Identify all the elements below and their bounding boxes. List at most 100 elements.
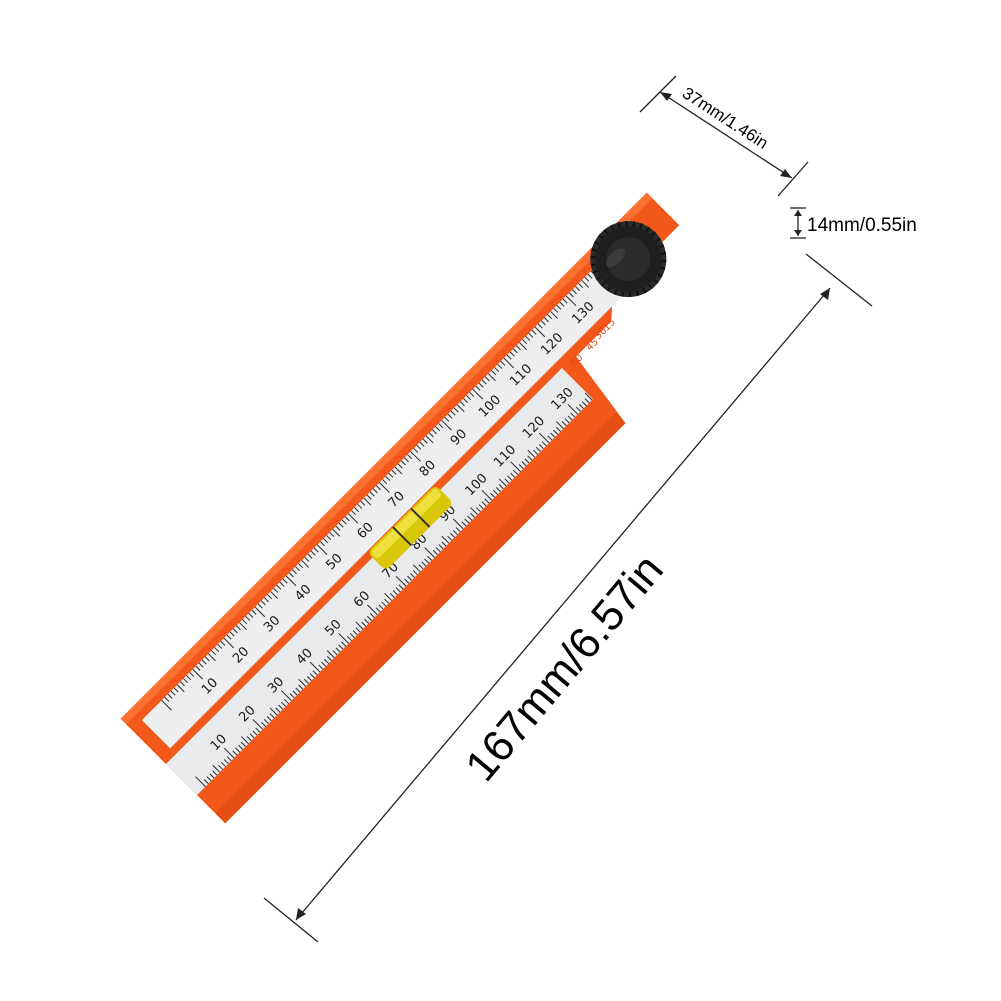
scale-tick — [421, 561, 427, 567]
scale-tick — [521, 461, 527, 467]
knob-tooth — [603, 228, 609, 235]
scale-tick — [195, 665, 201, 671]
scale-tick — [206, 776, 212, 782]
scale-tick — [363, 497, 372, 506]
scale-tick — [497, 363, 503, 369]
scale-tick — [295, 566, 301, 572]
scale-tick — [422, 438, 428, 444]
scale-tick — [392, 590, 398, 596]
scale-tick — [273, 587, 279, 593]
scale-tick — [344, 516, 350, 522]
knob-tooth — [590, 263, 596, 267]
scale-tick — [427, 555, 433, 561]
scale-tick — [441, 419, 452, 431]
scale-tick — [550, 432, 556, 438]
scale-tick — [570, 412, 576, 418]
scale-tick — [285, 575, 297, 587]
length-dimension-label: 167mm/6.57in — [456, 545, 673, 790]
scale-tick — [354, 507, 360, 513]
scale-tick — [515, 345, 521, 351]
knob-tooth — [661, 259, 667, 263]
scale-tick — [447, 535, 453, 541]
scale-tick — [425, 435, 434, 444]
scale-tick — [391, 469, 397, 475]
scale-tick — [170, 690, 176, 696]
scale-tick — [528, 332, 534, 338]
scale-tick — [226, 756, 232, 762]
scale-tick — [341, 641, 347, 647]
scale-tick — [355, 621, 364, 630]
knob-tooth — [591, 248, 597, 252]
scale-tick — [547, 314, 553, 320]
scale-tick — [257, 603, 263, 609]
scale-tick — [324, 658, 329, 664]
scale-tick — [444, 416, 450, 422]
scale-tick — [481, 501, 487, 507]
scale-tick — [575, 286, 581, 292]
scale-tick — [207, 653, 216, 662]
scale-tick — [492, 489, 498, 495]
scale-tick — [498, 484, 504, 490]
knob-tooth — [606, 286, 612, 292]
scale-tick — [323, 538, 329, 544]
scale-tick — [261, 721, 266, 727]
knob-tooth — [650, 231, 656, 237]
scale-tick — [412, 564, 421, 573]
scale-tick — [564, 418, 570, 424]
scale-tick — [537, 323, 543, 329]
scale-tick — [484, 498, 490, 504]
scale-tick — [338, 644, 344, 650]
scale-tick — [562, 298, 568, 304]
scale-tick — [522, 339, 528, 345]
scale-tick — [385, 475, 391, 481]
scale-tick — [346, 635, 352, 641]
thumb-screw-knob-icon[interactable] — [575, 205, 682, 312]
scale-tick — [381, 601, 387, 607]
scale-tick — [229, 631, 235, 637]
scale-tick — [450, 410, 456, 416]
knob-tooth — [625, 221, 628, 227]
scale-tick — [382, 479, 388, 485]
scale-tick — [478, 504, 484, 510]
scale-tick — [270, 591, 278, 599]
knob-tooth — [621, 291, 625, 297]
scale-tick — [556, 304, 562, 310]
scale-tick — [500, 360, 506, 366]
scale-tick — [276, 584, 282, 590]
scale-tick — [375, 607, 381, 613]
scale-tick — [252, 719, 264, 730]
scale-tick — [409, 572, 415, 578]
scale-tick — [400, 460, 406, 466]
scale-tick — [531, 329, 537, 335]
ruler-body-edge — [215, 413, 626, 824]
scale-tick — [524, 458, 530, 464]
scale-tick — [351, 510, 357, 516]
scale-tick — [307, 553, 313, 559]
scale-tick — [455, 527, 461, 533]
scale-tick — [309, 661, 321, 673]
scale-tick — [263, 597, 269, 603]
scale-tick — [459, 401, 465, 407]
scale-tick — [538, 444, 544, 450]
scale-tick — [484, 376, 490, 382]
scale-tick — [379, 482, 390, 493]
scale-tick — [388, 472, 394, 478]
scale-tick — [240, 741, 246, 747]
scale-tick — [567, 404, 579, 415]
scale-tick — [581, 279, 590, 288]
scale-tick — [466, 395, 472, 401]
scale-tick — [432, 550, 438, 555]
knob-tooth — [598, 234, 604, 240]
scale-tick — [251, 609, 257, 615]
scale-tick — [263, 719, 269, 724]
scale-tick — [469, 391, 475, 397]
scale-tick — [347, 513, 359, 524]
scale-tick — [561, 421, 567, 427]
scale-tick — [407, 575, 413, 581]
scale-tick — [494, 367, 500, 373]
scale-tick — [309, 673, 315, 679]
scale-tick — [212, 764, 221, 773]
knob-tooth — [613, 289, 618, 295]
scale-tick — [509, 351, 515, 357]
knob-tooth — [629, 292, 632, 298]
